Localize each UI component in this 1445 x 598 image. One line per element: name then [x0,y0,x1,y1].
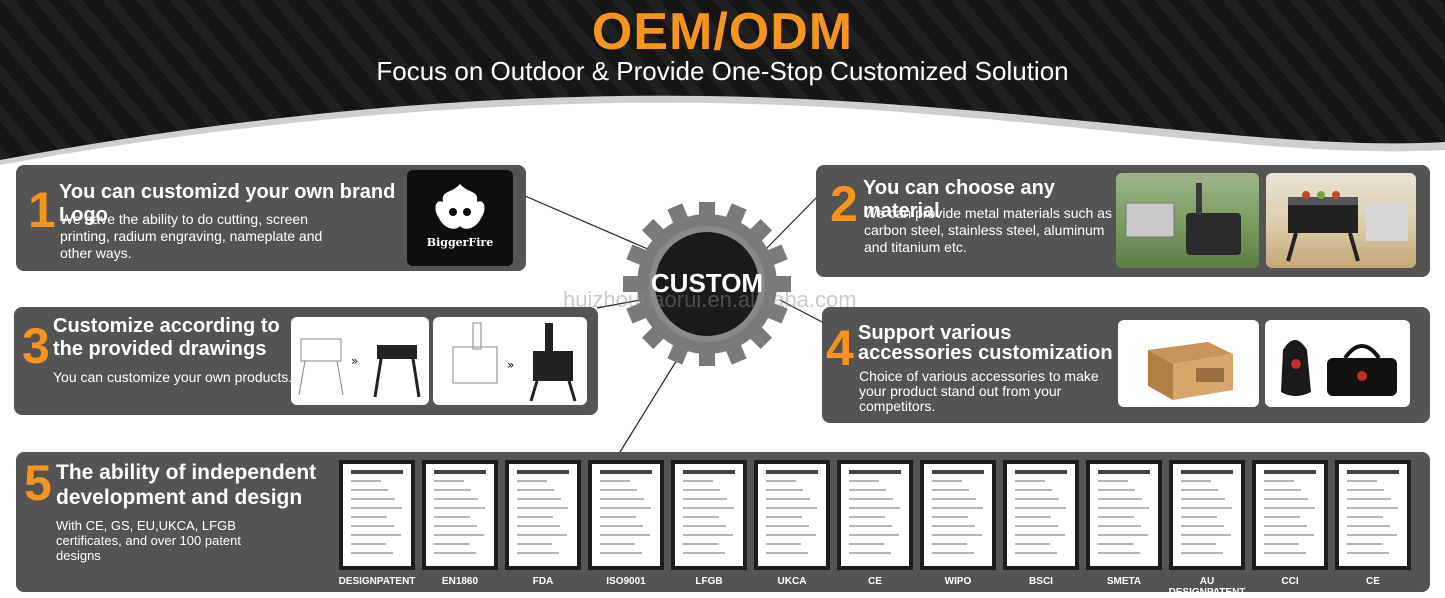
certificate-label: SMETA [1106,576,1142,587]
certificate-page [758,464,826,566]
drawing-to-grill-image: » [291,317,429,405]
certificate-page [1007,464,1075,566]
grill-outdoor-photo [1116,173,1259,268]
header-banner: OEM/ODM Focus on Outdoor & Provide One-S… [0,0,1445,165]
certificate-label: AU DESIGNPATENT [1168,576,1246,598]
certificate-page [841,464,909,566]
certificate-page [1090,464,1158,566]
brand-logo-text: BiggerFire [426,236,494,249]
svg-text:»: » [351,354,358,368]
certificate-label: FDA [532,576,554,587]
certificate-document [1252,460,1328,570]
card-logo: 1 You can customizd your own brand Logo … [16,165,526,271]
card-description: Choice of various accessories to make yo… [859,368,1099,414]
certificate-document [422,460,498,570]
certificate-label: CE [868,576,882,587]
page-title: OEM/ODM [591,3,854,61]
certificate-label: DESIGNPATENT [338,576,416,587]
certificate-label: ISO9001 [606,576,646,587]
certificate-page [343,464,411,566]
certificate-document [920,460,996,570]
certificate-document [837,460,913,570]
certificate-page [509,464,577,566]
card-description: We have the ability to do cutting, scree… [60,211,323,261]
card-title: You can customizd your own brand Logo [59,181,396,226]
card-number: 5 [24,455,52,511]
card-accessories: 4 Support various accessories customizat… [822,307,1430,423]
certificate-page [675,464,743,566]
certificate-label: CE [1366,576,1380,587]
certificate-document [671,460,747,570]
card-title: Support various accessories customizatio… [858,322,1113,364]
certificate-page [592,464,660,566]
certificate-document [754,460,830,570]
card-description: With CE, GS, EU,UKCA, LFGB certificates,… [56,518,242,563]
watermark: huizhouhaorui.en.alibaba.com [563,287,857,312]
svg-text:»: » [507,358,514,372]
certificate-document [1169,460,1245,570]
stove-sketch-icon: » [452,322,577,402]
drawing-sketch-icon: » [298,338,421,398]
certificate-document [505,460,581,570]
page-subtitle: Focus on Outdoor & Provide One-Stop Cust… [376,56,1069,86]
certificate-label: BSCI [1029,576,1053,587]
custom-label: CUSTOM [651,268,763,298]
custom-gear-icon: CUSTOM [623,202,791,366]
header-background [0,0,1445,165]
certificate-document [1335,460,1411,570]
certificate-page [924,464,992,566]
certificate-document [588,460,664,570]
certificate-page [1256,464,1324,566]
certificate-page [1339,464,1407,566]
grill-photo-icon [1125,183,1241,255]
grill-table-photo [1266,173,1416,268]
card-title: The ability of independent development a… [56,461,317,509]
flame-logo-icon [435,184,485,229]
card-drawings: 3 Customize according to the provided dr… [14,307,598,415]
card-title: You can choose any material [863,177,1055,222]
certificate-document [339,460,415,570]
card-description: We can provide metal materials such as c… [864,205,1112,255]
certificate-document [1086,460,1162,570]
certificate-document [1003,460,1079,570]
cardboard-box-icon [1148,342,1233,400]
certificate-label: EN1860 [441,576,479,587]
card-number: 2 [830,176,858,232]
drawing-to-stove-image: » [433,317,587,405]
card-number: 3 [22,318,50,374]
certificate-label: UKCA [777,576,807,587]
certificate-label: LFGB [695,576,723,587]
card-number: 1 [28,182,56,238]
card-number: 4 [826,320,854,376]
brand-logo-image: BiggerFire [407,170,513,266]
card-description: You can customize your own products. [53,369,293,385]
certificate-label: WIPO [944,576,972,587]
box-packaging-image [1118,320,1259,407]
grill-photo-icon [1286,191,1408,262]
card-title: Customize according to the provided draw… [53,315,280,360]
certificate-page [426,464,494,566]
carry-bag-icon [1281,340,1397,396]
card-material: 2 You can choose any material We can pro… [816,165,1430,277]
certificate-label: CCI [1281,576,1299,587]
certificate-page [1173,464,1241,566]
carry-bag-image [1265,320,1410,407]
